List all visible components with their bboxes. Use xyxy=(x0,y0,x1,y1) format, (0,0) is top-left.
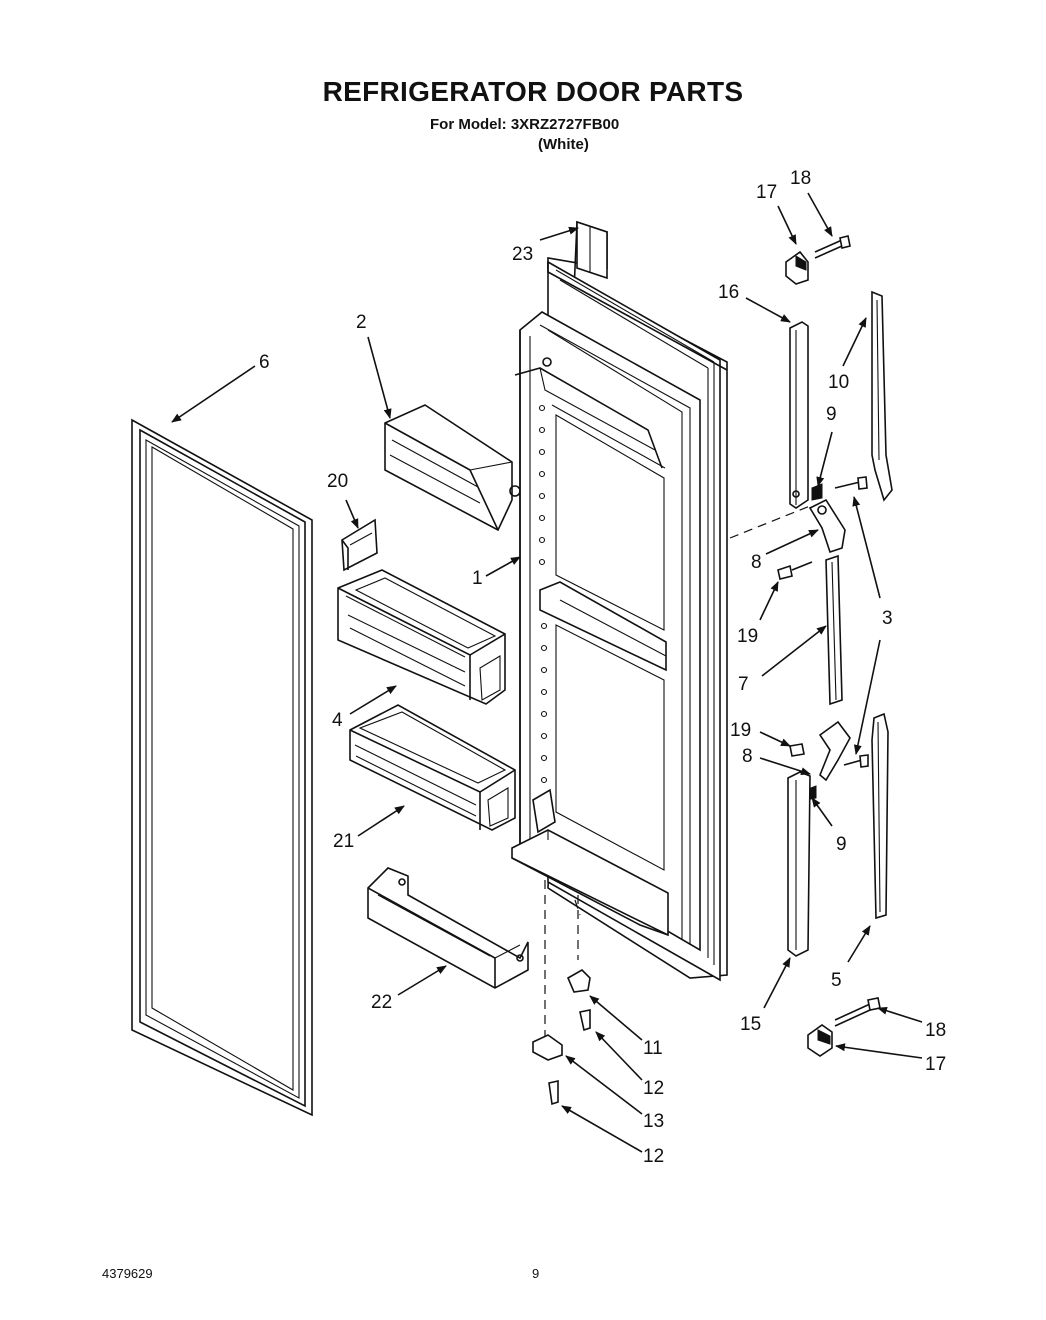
page-title: REFRIGERATOR DOOR PARTS xyxy=(322,76,744,107)
door-gasket-part xyxy=(131,418,313,1117)
bottom-hinge-cap-part xyxy=(807,997,881,1057)
callout-6: 6 xyxy=(259,352,270,373)
color-line: (White) xyxy=(538,136,589,153)
callout-11: 11 xyxy=(643,1038,663,1059)
callout-20: 20 xyxy=(327,471,348,492)
callout-10: 10 xyxy=(828,372,849,393)
document-number: 4379629 xyxy=(102,1266,153,1281)
door-bin-lower-part xyxy=(349,704,516,831)
upper-hinge-cover-part xyxy=(789,321,809,509)
callout-23: 23 xyxy=(512,244,533,265)
page-number: 9 xyxy=(532,1266,540,1281)
callout-8-lower: 8 xyxy=(742,746,753,767)
callout-8-upper: 8 xyxy=(751,552,762,573)
callout-13: 13 xyxy=(643,1111,664,1132)
callout-17-top: 17 xyxy=(756,182,777,203)
callout-1: 1 xyxy=(472,568,483,589)
lower-trim-part xyxy=(871,712,889,920)
callout-2: 2 xyxy=(356,312,367,333)
callout-22: 22 xyxy=(371,992,392,1013)
upper-trim-part xyxy=(871,290,893,502)
upper-bracket-part xyxy=(811,483,823,501)
callout-leaders xyxy=(171,192,923,1153)
callout-17-bottom: 17 xyxy=(925,1054,946,1075)
callout-18-bottom: 18 xyxy=(925,1020,946,1041)
callout-19-upper: 19 xyxy=(737,626,758,647)
callout-12-lower: 12 xyxy=(643,1146,664,1167)
model-line: For Model: 3XRZ2727FB00 xyxy=(430,116,620,133)
door-assembly-part xyxy=(511,220,728,982)
callout-16: 16 xyxy=(718,282,739,303)
lower-hinge-cover-part xyxy=(787,771,811,957)
middle-trim-part xyxy=(825,554,843,706)
callout-19-lower: 19 xyxy=(730,720,751,741)
callout-labels: 23 2 6 20 1 4 21 22 17 18 16 10 9 8 19 3… xyxy=(259,168,946,1167)
callout-5: 5 xyxy=(831,970,842,991)
dairy-door-part xyxy=(384,404,521,532)
callout-21: 21 xyxy=(333,831,354,852)
upper-screw-part xyxy=(777,561,813,580)
callout-4: 4 xyxy=(332,710,343,731)
callout-3: 3 xyxy=(882,608,893,629)
lower-door-bin-part xyxy=(367,867,529,989)
door-bin-part xyxy=(337,569,506,705)
lower-hinge-part xyxy=(789,720,869,801)
top-hinge-cap-part xyxy=(785,235,851,285)
callout-18-top: 18 xyxy=(790,168,811,189)
callout-9-upper: 9 xyxy=(826,404,837,425)
callout-7: 7 xyxy=(738,674,749,695)
upper-hinge-part xyxy=(808,476,868,554)
callout-12-upper: 12 xyxy=(643,1078,664,1099)
callout-15: 15 xyxy=(740,1014,761,1035)
clip-part xyxy=(341,518,378,572)
callout-9-lower: 9 xyxy=(836,834,847,855)
bottom-hinge-hardware-part xyxy=(532,969,591,1106)
